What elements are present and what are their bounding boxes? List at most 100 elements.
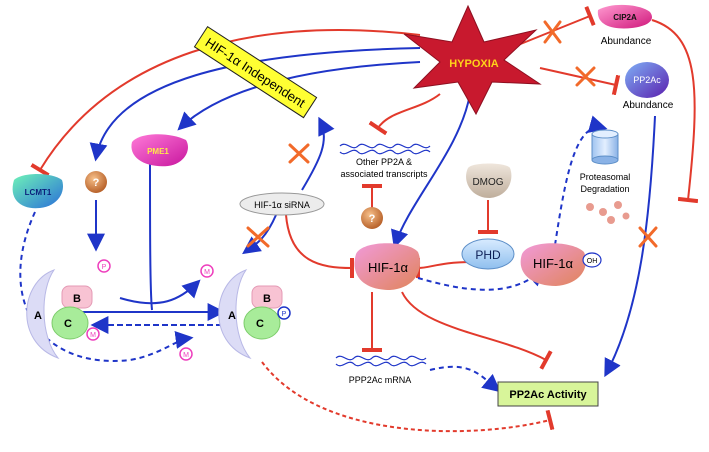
svg-text:P: P (282, 311, 287, 318)
cip2a-node: CIP2A Abundance (597, 4, 652, 47)
lcmt1-node: LCMT1 (12, 174, 64, 209)
pme1-label: PME1 (147, 147, 169, 156)
transcripts-node: Other PP2A & associated transcripts (339, 143, 431, 179)
hif1a-to-activity-inhibition (401, 291, 553, 370)
subunit-a-right-icon (218, 269, 252, 360)
dmog-blob-icon (466, 163, 512, 198)
pp2a-to-activity-dashed-inhibition (261, 361, 555, 433)
svg-text:B: B (263, 293, 271, 305)
question-sphere-icon-2 (361, 207, 383, 229)
subunit-c-right-icon (243, 306, 281, 340)
pme1-node: PME1 (131, 134, 188, 167)
methyl-badge-2 (86, 327, 100, 341)
phd-node: PHD (461, 238, 515, 270)
cip2a-to-pp2ac-activity-inhibition (651, 19, 699, 204)
cip2a-blob-icon (597, 4, 652, 29)
hypoxia-star-icon (403, 4, 542, 116)
subunit-c-left-icon (51, 306, 89, 340)
cip2a-label: CIP2A (613, 13, 637, 22)
hypoxia-to-pp2ac-inhibition (539, 67, 621, 96)
hif1a-oh-blob-icon (520, 243, 586, 286)
cip2a-block-x-icon (543, 20, 562, 44)
hif1a-label: HIF-1α (368, 260, 409, 275)
sirna-to-independent (301, 116, 335, 191)
pp2ac-abundance-label: Abundance (623, 100, 674, 111)
methyl-badge-1: M (200, 264, 214, 278)
activity-box (497, 381, 599, 407)
pme1-descend (149, 159, 153, 311)
pp2ac-label: PP2Ac (633, 75, 661, 85)
dna-helix-icon-2 (335, 355, 427, 367)
hydroxylated-to-proteasome-dashed (554, 115, 608, 246)
hypoxia-label: HYPOXIA (449, 58, 499, 70)
activity-block-x-icon (638, 226, 658, 248)
hif1a-oh-label: HIF-1α (533, 256, 574, 271)
methyl-badge-3: M (179, 347, 193, 361)
sirna-independent-block-x-icon (288, 143, 310, 164)
question-label-1: ? (93, 177, 100, 189)
hif1a-to-hydroxylated-dashed (417, 267, 545, 291)
pme1-blob-icon (131, 134, 188, 167)
svg-text:A: A (228, 310, 236, 322)
unknown-kinase-node: ? (85, 171, 107, 193)
hypoxia-to-hif1a (391, 93, 471, 249)
hypoxia-to-transcripts-inhibition (368, 93, 441, 136)
phospho-badge-2 (277, 306, 291, 320)
transcripts-label-2: associated transcripts (340, 169, 428, 179)
svg-text:M: M (204, 269, 210, 276)
cip2a-abundance-label: Abundance (601, 36, 652, 47)
oh-label: OH (587, 258, 598, 265)
oh-badge (582, 252, 602, 268)
question-sphere-icon (85, 171, 107, 193)
hypoxia-to-lcmt1-inhibition (30, 29, 421, 177)
sirna-pill (239, 192, 325, 216)
pp2ac-activity-node: PP2Ac Activity (497, 381, 599, 407)
transcripts-label-1: Other PP2A & (356, 157, 412, 167)
sirna-to-hif1a-inhibition (285, 214, 355, 279)
hypoxia-node: HYPOXIA (403, 4, 542, 116)
phospho-badge-1: P (97, 259, 111, 273)
pp2a-complex-right: A B C P (218, 269, 291, 360)
activation-edges (72, 47, 656, 378)
pp2ac-blob-icon (625, 62, 669, 98)
subunit-a-left-icon (26, 269, 60, 360)
sirna-label: HIF-1α siRNA (254, 200, 310, 210)
hif1a-oh-node: HIF-1α OH (520, 243, 602, 286)
block-marks (246, 20, 658, 248)
dna-helix-icon (339, 143, 431, 155)
hypoxia-to-question-kinase (89, 47, 421, 162)
dmog-label: DMOG (472, 177, 503, 188)
svg-text:B: B (73, 293, 81, 305)
dashed-activation-edges (19, 115, 608, 393)
lcmt1-label: LCMT1 (25, 188, 52, 197)
svg-text:A: A (34, 310, 42, 322)
phd-label: PHD (475, 248, 501, 262)
mrna-label: PPP2Ac mRNA (349, 375, 412, 385)
demethylation-arc (119, 279, 201, 305)
lcmt1-to-complex-dashed (19, 211, 194, 362)
hif1a-node: HIF-1α (354, 243, 421, 290)
dmog-node: DMOG (466, 163, 512, 198)
sirna-node: HIF-1α siRNA (239, 192, 325, 216)
fragments-icon (586, 201, 630, 224)
pp2ac-abundance-to-activity (604, 115, 656, 378)
svg-text:M: M (183, 352, 189, 359)
mrna-node: PPP2Ac mRNA (335, 355, 427, 385)
svg-text:M: M (90, 332, 96, 339)
mrna-to-activity-dashed (429, 365, 501, 393)
proteasome-node: Proteasomal Degradation (580, 129, 631, 224)
question-label-2: ? (369, 213, 376, 225)
phd-to-hif1a-inhibition (415, 257, 473, 279)
pp2ac-block-x-icon (575, 66, 596, 87)
independent-label: HIF-1α Independent (203, 35, 309, 111)
pp2ac-node: PP2Ac Abundance (623, 62, 674, 111)
svg-text:C: C (64, 318, 72, 330)
hif1a-blob-icon (354, 243, 421, 290)
lcmt1-blob-icon (12, 174, 64, 209)
proteasome-label-1: Proteasomal (580, 172, 631, 182)
unknown-regulator-node: ? (361, 207, 383, 229)
activity-label: PP2Ac Activity (509, 389, 587, 401)
proteasome-cylinder-icon (591, 129, 619, 165)
